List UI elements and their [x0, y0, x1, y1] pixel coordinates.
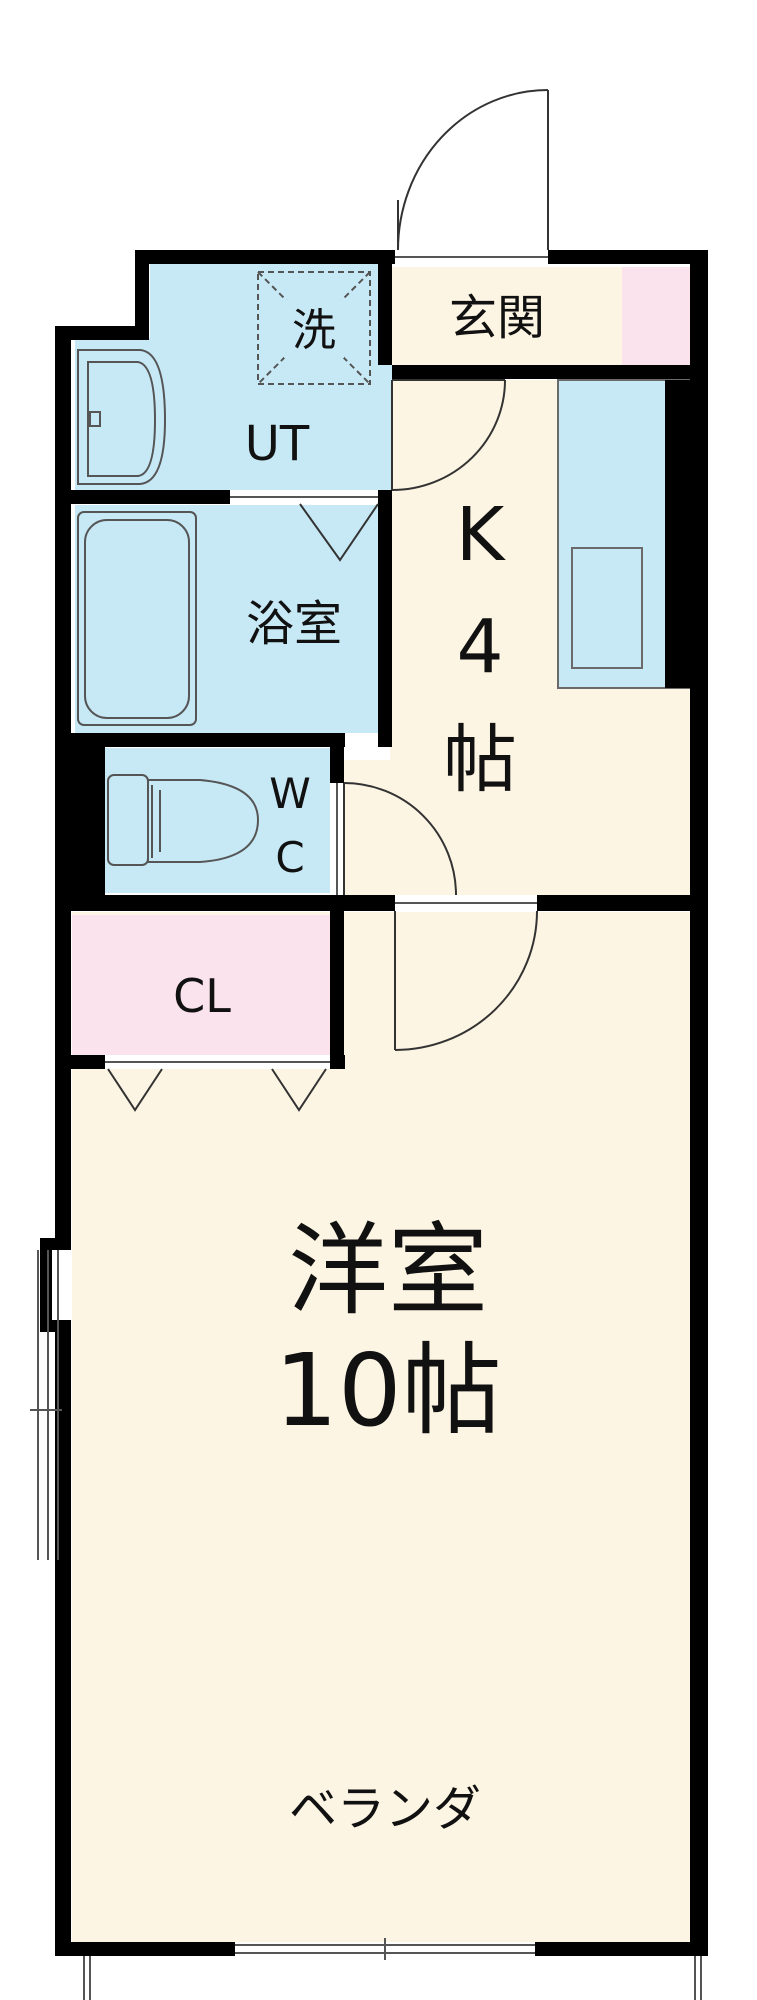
exterior-walls [40, 250, 708, 1956]
label-veranda: ベランダ [289, 1781, 481, 1837]
bathtub [77, 511, 197, 726]
western-room-floor [72, 912, 690, 1945]
label-closet: CL [173, 969, 231, 1023]
western-door-swing [394, 910, 538, 1051]
wc-door-swing [343, 782, 457, 896]
bath-door-fold [299, 503, 379, 562]
utility-door-swing [391, 379, 506, 491]
washbasin [77, 349, 167, 485]
label-utility: UT [245, 416, 310, 472]
veranda-outline [83, 1956, 702, 2000]
wc-floor [105, 748, 330, 893]
utility-floor [75, 262, 378, 490]
label-western-2: 10帖 [274, 1332, 501, 1449]
label-wc-2: C [275, 833, 304, 882]
closet-floor [72, 915, 330, 1055]
entrance-door-swing [397, 89, 549, 251]
toilet [107, 774, 260, 866]
shoe-cabinet [622, 267, 690, 365]
label-bath: 浴室 [246, 596, 342, 652]
label-entrance: 玄関 [449, 290, 545, 346]
balcony-window [235, 1938, 535, 1960]
label-kitchen-3: 帖 [443, 717, 517, 803]
label-kitchen-1: K [456, 492, 507, 578]
closet-door-fold [107, 1068, 327, 1112]
washer-pan [257, 271, 371, 385]
label-wc-1: W [269, 769, 311, 818]
kitchen-sink [571, 547, 643, 669]
window-west [30, 1250, 62, 1560]
label-western-1: 洋室 [288, 1212, 488, 1329]
label-washer: 洗 [292, 305, 336, 356]
entrance-floor [390, 267, 622, 365]
label-kitchen-2: 4 [456, 604, 503, 690]
